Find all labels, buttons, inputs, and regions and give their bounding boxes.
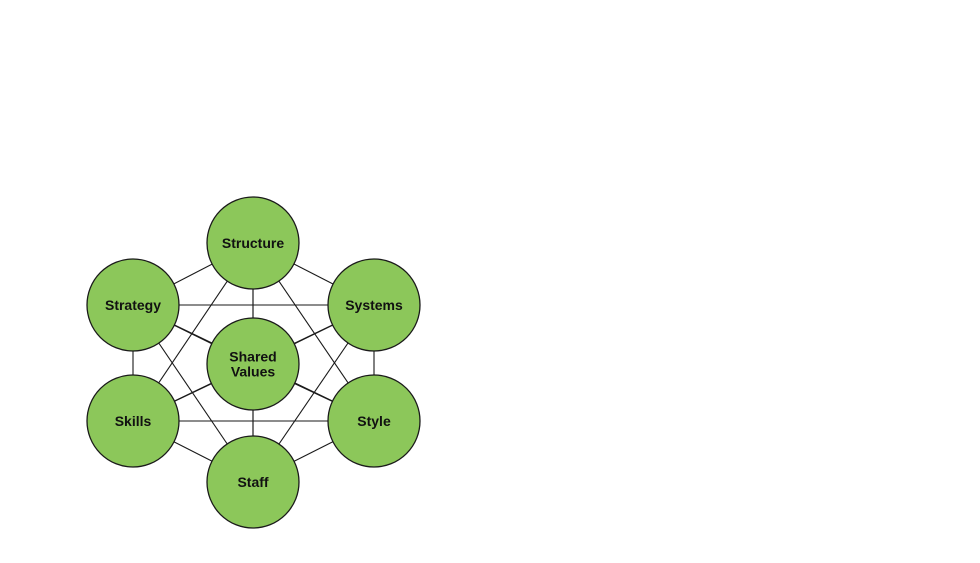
node-circle-skills (86, 374, 180, 468)
node-strategy: Strategy (86, 258, 180, 352)
node-label-shared-values-2: Values (231, 364, 276, 380)
node-structure: Structure (206, 196, 300, 290)
node-systems: Systems (327, 258, 421, 352)
node-label-systems: Systems (345, 297, 403, 313)
node-label-strategy: Strategy (105, 297, 161, 313)
node-label-shared-values-1: Shared (229, 349, 276, 365)
node-label-structure: Structure (222, 235, 284, 251)
node-staff: Staff (206, 435, 300, 529)
node-circle-shared-values (206, 317, 300, 411)
node-circle-structure (206, 196, 300, 290)
node-label-staff: Staff (237, 474, 268, 490)
node-circle-staff (206, 435, 300, 529)
node-label-style: Style (357, 413, 391, 429)
node-skills: Skills (86, 374, 180, 468)
node-circle-systems (327, 258, 421, 352)
node-circle-style (327, 374, 421, 468)
node-label-skills: Skills (115, 413, 152, 429)
node-circle-strategy (86, 258, 180, 352)
node-style: Style (327, 374, 421, 468)
